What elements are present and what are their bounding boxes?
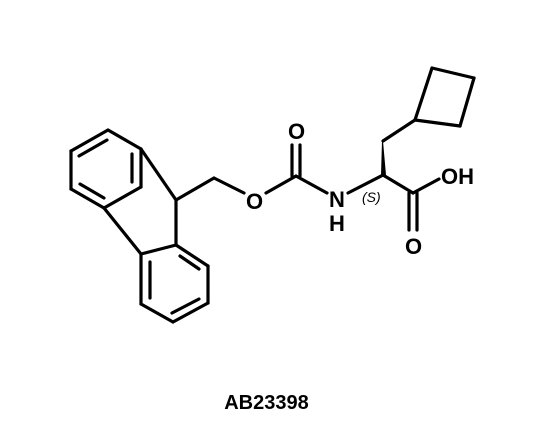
carbonyl-oxygen-label: O [288, 119, 305, 144]
amide-hydrogen-label: H [329, 211, 345, 236]
fluorenyl-group [69, 128, 210, 324]
cyclobutylmethyl-group [381, 66, 476, 143]
carbamate-linker [174, 143, 329, 202]
compound-id-label: AB23398 [224, 392, 309, 414]
amide-nitrogen-label: N [329, 187, 345, 212]
amino-acid-backbone [346, 141, 441, 232]
molecule-structure: O O N H (S) OH O [69, 66, 476, 324]
hydroxyl-label: OH [441, 164, 474, 189]
ester-oxygen-label: O [246, 189, 263, 214]
acid-carbonyl-oxygen-label: O [405, 234, 422, 259]
stereo-descriptor: (S) [362, 189, 381, 205]
